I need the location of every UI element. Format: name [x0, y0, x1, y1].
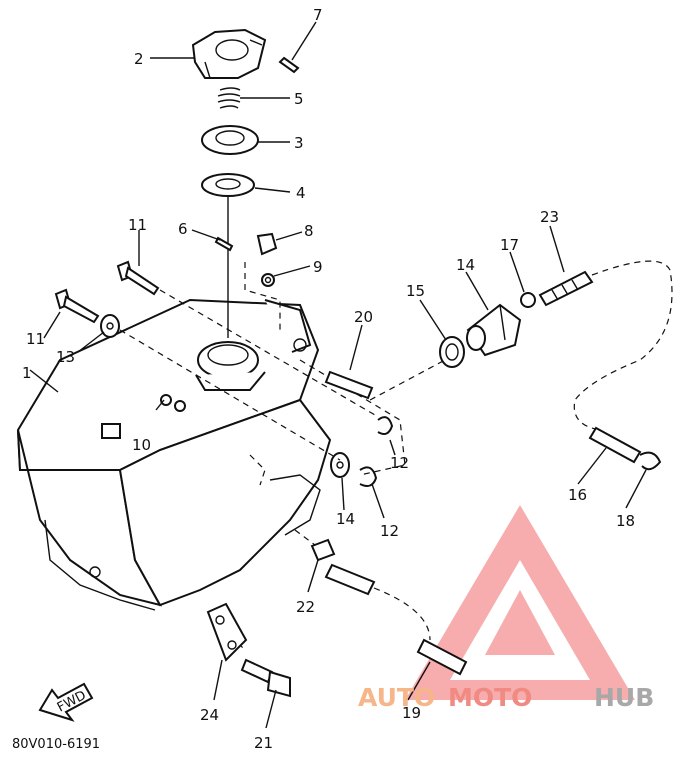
- callout-16: 16: [568, 486, 587, 504]
- callout-12-lower: 12: [380, 522, 399, 540]
- clip-12-upper: [377, 416, 394, 435]
- pin: [278, 56, 300, 74]
- bolt-21: [240, 658, 291, 698]
- grommet-10: [160, 394, 186, 412]
- spring: [217, 87, 241, 109]
- washer-13-left: [100, 314, 120, 338]
- callout-17: 17: [500, 236, 519, 254]
- callout-5: 5: [294, 90, 304, 108]
- callout-3: 3: [294, 134, 304, 152]
- callout-23: 23: [540, 208, 559, 226]
- callout-20: 20: [354, 308, 373, 326]
- filler-neck: [195, 299, 312, 391]
- bracket-24: [206, 602, 248, 662]
- callout-13-right: 14: [336, 510, 355, 528]
- clip-12-lower: [359, 466, 378, 487]
- tank-cap: [191, 28, 267, 79]
- fuel-cock-14: [466, 303, 522, 357]
- callout-14: 14: [456, 256, 475, 274]
- washer-13-right: [330, 452, 350, 478]
- callout-numbers: 2 7 5 3 4 6 8 9 11 11 13 1 10 12 14 12 2…: [22, 6, 635, 752]
- fwd-arrow-icon: FWD: [38, 682, 94, 722]
- callout-19: 19: [402, 704, 421, 722]
- watermark-logo: [405, 505, 635, 700]
- bolt-11-upper: [116, 260, 160, 296]
- callout-13-left: 13: [56, 348, 75, 366]
- clip-18: [639, 451, 662, 471]
- gasket: [201, 173, 255, 197]
- watermark-text: AUTO MOTO HUB: [358, 683, 654, 712]
- callout-10: 10: [132, 436, 151, 454]
- hose-19-upper: [324, 563, 376, 596]
- callout-12-upper: 12: [390, 454, 409, 472]
- gasket-15: [439, 336, 465, 368]
- cap-seal: [201, 125, 259, 155]
- fuel-tank: [16, 298, 332, 611]
- leader-lines: [29, 21, 647, 729]
- callout-11-lower: 11: [26, 330, 45, 348]
- callout-6: 6: [178, 220, 188, 238]
- callout-24: 24: [200, 706, 219, 724]
- drawing-code: 80V010-6191: [12, 737, 100, 752]
- clamp-22: [310, 538, 336, 562]
- callout-22: 22: [296, 598, 315, 616]
- bolt-11-lower: [54, 288, 100, 324]
- fuel-pipe-16: [588, 426, 642, 464]
- breather-hose-20: [324, 370, 374, 400]
- hose-19-lower: [416, 638, 468, 676]
- callout-18: 18: [616, 512, 635, 530]
- callout-9: 9: [313, 258, 323, 276]
- watermark-moto: MOTO: [448, 683, 532, 712]
- watermark-hub: HUB: [594, 683, 654, 712]
- callout-11-upper: 11: [128, 216, 147, 234]
- fuel-filter-23: [538, 270, 594, 307]
- callout-7: 7: [313, 6, 323, 24]
- nut-9: [261, 273, 275, 287]
- callout-1: 1: [22, 364, 32, 382]
- callout-4: 4: [296, 184, 306, 202]
- clamp-17: [520, 292, 536, 308]
- callout-2: 2: [134, 50, 144, 68]
- callout-8: 8: [304, 222, 314, 240]
- screw-6: [214, 236, 234, 252]
- callout-21: 21: [254, 734, 273, 752]
- watermark-auto: AUTO: [358, 683, 435, 712]
- clip-8: [256, 232, 278, 256]
- callout-15: 15: [406, 282, 425, 300]
